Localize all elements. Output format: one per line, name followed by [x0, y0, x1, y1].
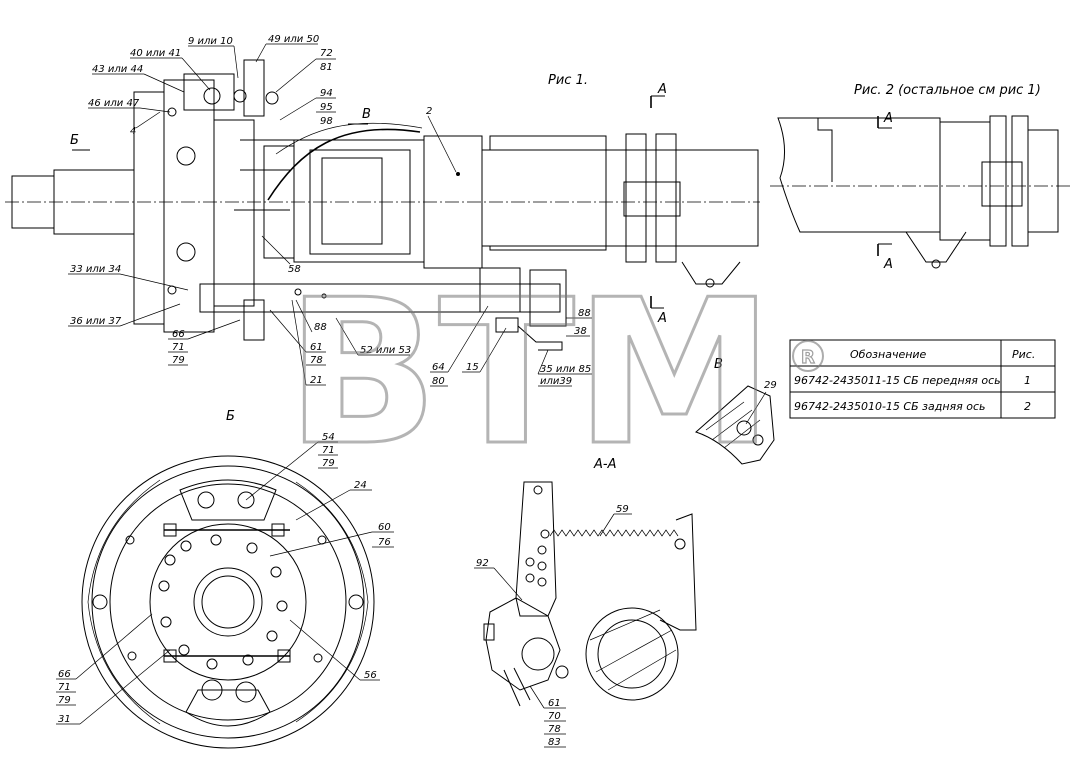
aa-callout-59: 59 [616, 504, 629, 515]
b-callout-31: 31 [58, 714, 71, 725]
callout-88: 88 [314, 322, 327, 333]
callout-33-34: 33 или 34 [70, 264, 121, 275]
callout-39: или39 [540, 376, 572, 387]
callout-4: 4 [130, 126, 136, 137]
b-callout-71b: 71 [58, 682, 71, 693]
aa-callout-70: 70 [548, 711, 561, 722]
callout-64: 64 [432, 362, 445, 373]
view-b-brake-assembly [81, 455, 375, 749]
view-b-title: Б [226, 409, 235, 424]
callout-38: 38 [574, 326, 587, 337]
callout-2: 2 [426, 106, 432, 117]
callout-80: 80 [432, 376, 445, 387]
fig2-section-mark-a-top: А [883, 111, 893, 126]
figure-1-callouts: 9 или 10 40 или 41 43 или 44 46 или 47 4… [68, 34, 592, 387]
callout-15: 15 [466, 362, 479, 373]
callout-78: 78 [310, 355, 323, 366]
callout-95: 95 [320, 102, 333, 113]
callout-58: 58 [288, 264, 301, 275]
figure-2-rear-axle: А А [770, 111, 1070, 272]
aa-callout-83: 83 [548, 737, 561, 748]
b-callout-79b: 79 [58, 695, 71, 706]
section-marks: А А Б В [70, 82, 667, 326]
table-row-2-designation: 96742-2435010-15 СБ задняя ось [794, 400, 986, 413]
callout-52-53: 52 или 53 [360, 345, 411, 356]
b-callout-76: 76 [378, 537, 391, 548]
callout-66: 66 [172, 329, 185, 340]
section-mark-a-top: А [657, 82, 667, 97]
callout-29: 29 [764, 380, 777, 391]
watermark: ВТМ [286, 257, 774, 490]
section-mark-a-bottom: А [657, 311, 667, 326]
table-header-designation: Обозначение [850, 348, 927, 361]
callout-21: 21 [310, 375, 323, 386]
aa-callout-92: 92 [476, 558, 489, 569]
callout-35-85: 35 или 85 [540, 364, 591, 375]
view-v-title: В [714, 357, 723, 372]
section-mark-v: В [362, 107, 371, 122]
svg-text:R: R [801, 347, 815, 368]
callout-61: 61 [310, 342, 323, 353]
callout-40-41: 40 или 41 [130, 48, 181, 59]
aa-callout-61: 61 [548, 698, 561, 709]
designation-table: Обозначение Рис. 96742-2435011-15 СБ пер… [789, 339, 1056, 419]
callout-79: 79 [172, 355, 185, 366]
view-v-detail: 29 [695, 380, 777, 465]
b-callout-54: 54 [322, 432, 335, 443]
section-aa-slack-adjuster: 59 92 61 70 78 83 [474, 481, 697, 748]
fig2-section-mark-a-bottom: А [883, 257, 893, 272]
table-header-fig: Рис. [1012, 348, 1035, 361]
callout-46-47: 46 или 47 [88, 98, 140, 109]
b-callout-24: 24 [354, 480, 367, 491]
callout-72: 72 [320, 48, 333, 59]
table-row-1-designation: 96742-2435011-15 СБ передняя ось [794, 374, 1001, 387]
callout-81: 81 [320, 62, 333, 73]
section-mark-b: Б [70, 133, 79, 148]
callout-98: 98 [320, 116, 333, 127]
callout-88b: 88 [578, 308, 591, 319]
callout-43-44: 43 или 44 [92, 64, 143, 75]
callout-9-10: 9 или 10 [188, 36, 233, 47]
view-b-callouts: 54 71 79 24 60 76 56 66 71 79 31 [56, 432, 394, 725]
callout-49-50: 49 или 50 [268, 34, 319, 45]
callout-36-37: 36 или 37 [70, 316, 122, 327]
b-callout-71: 71 [322, 445, 335, 456]
b-callout-60: 60 [378, 522, 391, 533]
figure-1-title: Рис 1. [548, 73, 588, 88]
registered-mark: R [792, 340, 824, 372]
b-callout-56: 56 [364, 670, 377, 681]
table-row-1-fig: 1 [1024, 374, 1031, 387]
callout-71: 71 [172, 342, 185, 353]
aa-callout-78: 78 [548, 724, 561, 735]
b-callout-66: 66 [58, 669, 71, 680]
callout-94: 94 [320, 88, 333, 99]
figure-1-axle-assembly [5, 59, 760, 351]
b-callout-79: 79 [322, 458, 335, 469]
figure-2-title: Рис. 2 (остальное см рис 1) [854, 83, 1041, 98]
table-row-2-fig: 2 [1024, 400, 1031, 413]
section-aa-title: А-А [593, 457, 616, 472]
